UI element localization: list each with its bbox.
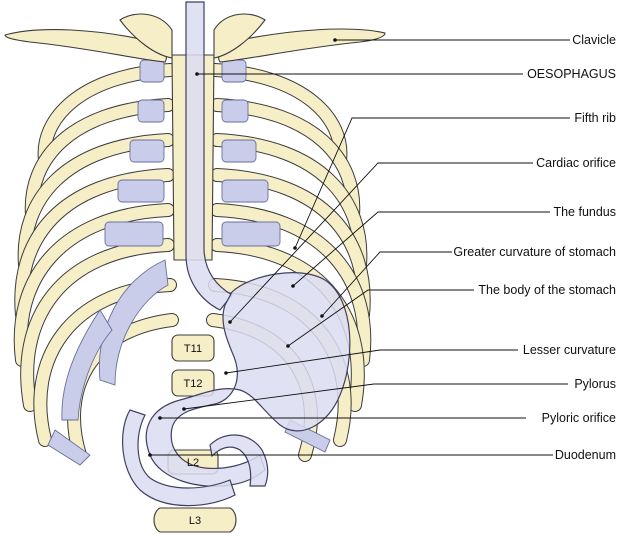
leader-lines [150,39,570,456]
label-duodenum: Duodenum [555,448,616,462]
label-greater-curvature: Greater curvature of stomach [453,245,616,259]
label-lesser-curvature: Lesser curvature [523,343,616,357]
label-pyloric-orifice: Pyloric orifice [542,411,616,425]
vertebra-label-t12: T12 [184,378,203,390]
leader-fundus [292,211,550,287]
vertebra-label-t11: T11 [184,343,202,355]
vertebra-label-l2: L2 [187,457,199,469]
vertebra-l3 [153,507,237,533]
rib-cage-left [13,63,179,462]
leader-body-of-stomach [287,289,474,347]
leader-lesser-curvature [225,349,518,374]
stomach [121,272,351,507]
clavicles [4,13,386,63]
label-dots [148,38,337,457]
leader-greater-curvature [321,251,452,317]
label-fundus: The fundus [553,205,616,219]
vertebra-t11 [171,334,215,362]
label-clavicle: Clavicle [572,33,616,47]
leader-cardiac-orifice [229,162,533,323]
label-body-of-stomach: The body of the stomach [478,283,616,297]
label-oesophagus: OESOPHAGUS [527,67,616,81]
label-fifth-rib: Fifth rib [574,111,616,125]
label-cardiac-orifice: Cardiac orifice [536,156,616,170]
leader-fifth-rib [294,117,570,249]
vertebra-label-l3: L3 [189,515,201,527]
leader-pylorus [183,383,568,410]
costal-cartilage [47,59,331,466]
label-pylorus: Pylorus [574,377,616,391]
